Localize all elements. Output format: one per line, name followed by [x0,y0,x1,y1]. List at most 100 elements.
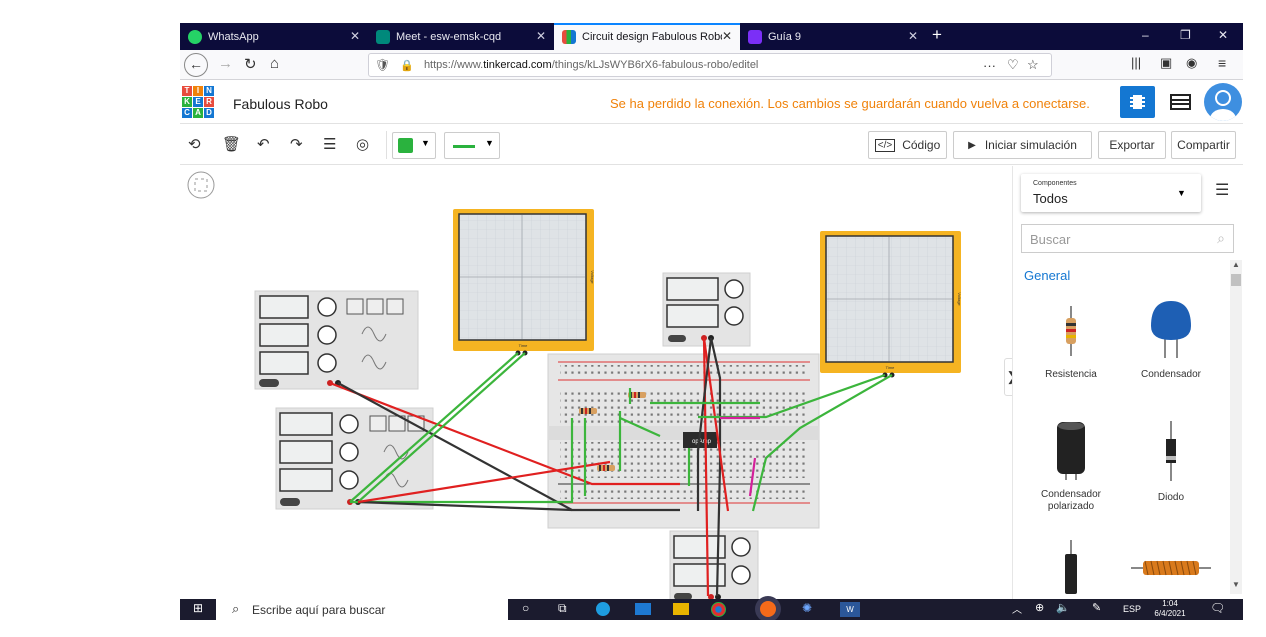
clock-time: 1:04 [1162,599,1178,608]
sidebar-icon[interactable]: ▣ [1160,55,1173,70]
scroll-thumb[interactable] [1231,274,1241,286]
code-icon: </> [874,138,896,152]
tinkercad-logo[interactable]: T I N K E R C A D [182,86,214,118]
forward-button[interactable]: → [218,55,233,72]
select-value: Todos [1033,191,1068,206]
windows-start-icon[interactable]: ⊞ [193,601,204,615]
component-search-input[interactable]: Buscar ⌕ [1021,224,1234,253]
edge-icon[interactable] [596,602,610,616]
close-tab-icon[interactable]: ✕ [349,29,360,43]
power-supply-1[interactable] [662,272,751,347]
panel-scrollbar[interactable]: ▲ ▼ [1230,260,1242,594]
taskbar-search-input[interactable]: ⌕ Escribe aquí para buscar [216,599,508,620]
list-view-icon[interactable]: ☰ [1215,182,1230,199]
oscilloscope-1[interactable]: Time Voltage [453,209,595,356]
word-icon[interactable]: W [840,602,860,617]
close-tab-icon[interactable]: ✕ [535,29,546,43]
app-icon[interactable]: ✺ [802,601,813,615]
back-button[interactable]: ← [184,53,208,77]
tab-label: Circuit design Fabulous Robo | [582,30,722,43]
project-title[interactable]: Fabulous Robo [233,96,328,112]
page-actions-button[interactable]: ··· [983,57,996,73]
svg-text:opAmp: opAmp [692,439,712,445]
wire-type-picker[interactable]: ▼ [444,132,500,159]
file-explorer-icon[interactable] [673,603,689,615]
wires[interactable] [329,337,893,597]
url-prefix: https://www. [423,59,484,71]
minimize-button[interactable]: – [1142,28,1149,42]
component-list-button[interactable] [1163,86,1198,118]
task-view-icon[interactable]: ⧉ [558,601,567,615]
svg-text:Time: Time [886,365,896,370]
simulation-label: Iniciar simulación [984,138,1077,152]
color-picker[interactable]: ▼ [392,132,436,159]
user-icon [1210,90,1236,121]
language-indicator[interactable]: ESP [1123,604,1142,614]
divider [386,131,387,159]
function-generator-2[interactable] [275,407,434,510]
clock-date: 6/4/2021 [1154,609,1186,618]
component-transistor[interactable] [1026,540,1116,600]
firefox-icon[interactable] [760,601,776,617]
oscilloscope-2[interactable]: Time Voltage [820,231,962,378]
library-icon[interactable]: ||| [1131,55,1142,70]
url-bar[interactable]: 🛡 🔒 https://www.tinkercad.com/things/kLJ… [368,53,1052,77]
chrome-icon[interactable] [711,602,726,617]
notes-icon[interactable]: ☰ [323,136,337,153]
close-tab-icon[interactable]: ✕ [721,29,732,43]
power-supply-2[interactable] [669,530,759,599]
share-button[interactable]: Compartir [1171,131,1236,159]
home-button[interactable]: ⌂ [270,55,280,72]
fit-view-icon[interactable] [187,171,215,199]
lock-icon: 🔒 [400,59,414,72]
new-tab-button[interactable]: + [932,25,942,44]
bookmark-star-icon[interactable]: ☆ [1027,57,1039,72]
component-capacitor[interactable]: Condensador [1126,296,1216,380]
network-icon[interactable]: ⊕ [1035,602,1045,614]
avatar[interactable] [1204,83,1242,121]
table-icon [1170,94,1191,110]
scroll-down-icon[interactable]: ▼ [1232,580,1240,589]
pen-icon[interactable]: ✎ [1092,602,1102,614]
close-tab-icon[interactable]: ✕ [907,29,918,43]
restore-button[interactable]: ❐ [1180,28,1191,42]
tray-chevron-icon[interactable]: ︿ [1012,605,1022,616]
tab-meet[interactable]: Meet - esw-emsk-cqd ✕ [368,23,554,50]
circuit-view-button[interactable] [1120,86,1155,118]
resistor-icon [1066,306,1076,356]
scroll-up-icon[interactable]: ▲ [1232,260,1240,269]
component-diode[interactable]: Diodo [1126,421,1216,503]
cortana-icon[interactable]: ○ [522,601,530,615]
window-close-button[interactable]: ✕ [1218,28,1229,42]
component-resistor[interactable]: Resistencia [1026,306,1116,380]
code-button[interactable]: </> Código [868,131,947,159]
components-panel: Componentes Todos ▼ ☰ Buscar ⌕ General ▲… [1012,166,1243,599]
component-polarized-capacitor[interactable]: Condensador polarizado [1026,418,1116,513]
mail-icon[interactable] [635,603,651,615]
search-placeholder: Buscar [1030,232,1071,247]
reload-button[interactable]: ↻ [244,56,257,73]
tab-guia[interactable]: Guía 9 ✕ [740,23,926,50]
component-inductor[interactable] [1126,558,1216,581]
breadboard[interactable]: opAmp [547,353,820,529]
circuit-canvas[interactable]: Time Voltage Time Voltage [180,166,1012,599]
chevron-down-icon: ▼ [485,138,494,148]
rotate-icon[interactable]: ⟲ [188,136,201,153]
menu-icon[interactable]: ≡ [1218,55,1227,71]
tinkercad-icon [562,29,576,44]
volume-icon[interactable]: 🔈 [1056,602,1070,614]
account-icon[interactable]: ◉ [1186,55,1198,70]
tab-whatsapp[interactable]: WhatsApp ✕ [180,23,368,50]
function-generator-1[interactable] [254,290,419,390]
clock[interactable]: 1:04 6/4/2021 [1150,599,1190,619]
undo-icon[interactable]: ↶ [257,136,270,153]
start-simulation-button[interactable]: ▶ Iniciar simulación [953,131,1092,159]
tab-tinkercad[interactable]: Circuit design Fabulous Robo | ✕ [554,23,740,50]
export-button[interactable]: Exportar [1098,131,1166,159]
visibility-icon[interactable]: ◎ [356,136,370,153]
redo-icon[interactable]: ↷ [290,136,303,153]
delete-icon[interactable]: 🗑 [222,136,242,153]
notifications-icon[interactable]: 🗨 [1210,601,1226,615]
pocket-icon[interactable]: ♡ [1007,57,1019,72]
components-filter-select[interactable]: Componentes Todos ▼ [1021,174,1201,212]
